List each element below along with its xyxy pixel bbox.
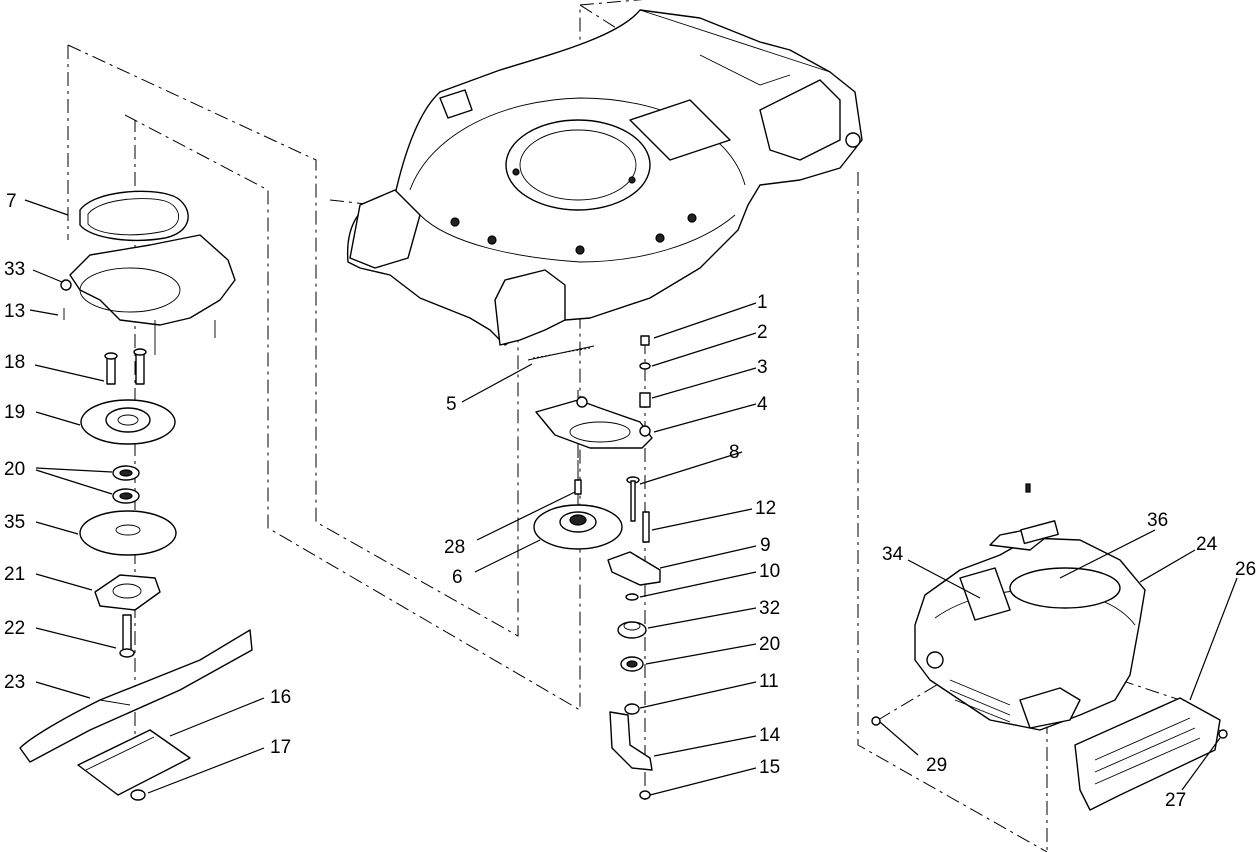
callout-28: 28: [444, 537, 465, 558]
callout-12: 12: [755, 498, 776, 519]
callout-35: 35: [4, 512, 25, 533]
callout-36: 36: [1147, 510, 1168, 531]
bearings-part-20: [112, 465, 140, 504]
callout-2: 2: [757, 322, 768, 343]
callout-23: 23: [4, 672, 25, 693]
bracket-part-9: [607, 551, 661, 586]
callout-6: 6: [452, 567, 463, 588]
bolt-part-22: [119, 614, 135, 658]
bracket-part-14: [609, 711, 653, 771]
callout-14: 14: [759, 725, 781, 746]
callout-29: 29: [926, 755, 947, 776]
blade-part-23: [19, 629, 253, 763]
screws-part-13: [63, 308, 216, 355]
callout-33: 33: [4, 259, 25, 280]
small-hardware-1-3: [639, 335, 651, 408]
callout-16: 16: [270, 687, 291, 708]
blade-part-16: [77, 729, 191, 796]
spring-part-5: [527, 345, 595, 361]
belt-guard-part-33: [60, 234, 236, 326]
callout-27: 27: [1165, 790, 1186, 811]
callout-3: 3: [757, 357, 768, 378]
cover-part-26: [1074, 697, 1221, 811]
callout-5: 5: [446, 394, 457, 415]
callout-26: 26: [1235, 559, 1256, 580]
engine-part-24: [914, 483, 1146, 731]
nut-part-17: [130, 789, 146, 801]
callout-24: 24: [1196, 534, 1218, 555]
pulley-part-6: [533, 460, 623, 550]
adapter-part-21: [94, 574, 161, 611]
nut-part-15: [639, 790, 651, 800]
callout-10: 10: [759, 561, 780, 582]
callout-34: 34: [882, 544, 904, 565]
callout-18: 18: [4, 352, 25, 373]
hub-part-19: [80, 399, 176, 445]
belt-part-7: [79, 190, 189, 241]
callout-4: 4: [757, 394, 768, 415]
callout-7: 7: [6, 191, 17, 212]
screws-part-29-27: [871, 716, 1228, 739]
callout-22: 22: [4, 618, 25, 639]
washers-part-10-32-20: [617, 593, 647, 672]
bracket-part-4: [535, 396, 653, 449]
bolt-part-8: [626, 476, 640, 522]
callout-8: 8: [729, 442, 740, 463]
shaft-part-12: [642, 511, 650, 543]
disc-part-35: [79, 510, 177, 556]
leader-lines: [24, 199, 1238, 796]
mower-deck: [346, 9, 863, 346]
callout-19: 19: [4, 402, 25, 423]
bearing-part-11: [624, 703, 640, 715]
callout-9: 9: [760, 535, 771, 556]
callout-17: 17: [270, 737, 291, 758]
callout-20-right: 20: [759, 634, 780, 655]
callout-15: 15: [759, 757, 780, 778]
callout-32: 32: [759, 598, 780, 619]
bolts-part-18: [104, 348, 147, 385]
callout-21: 21: [4, 564, 25, 585]
callout-11: 11: [759, 671, 779, 692]
callout-1: 1: [757, 292, 768, 313]
callout-labels: 1 2 3 4 5 6 7 8 9 10 11 12 13 14 15 16 1…: [4, 191, 1256, 811]
callout-20-left: 20: [4, 459, 25, 480]
callout-13: 13: [4, 301, 25, 322]
